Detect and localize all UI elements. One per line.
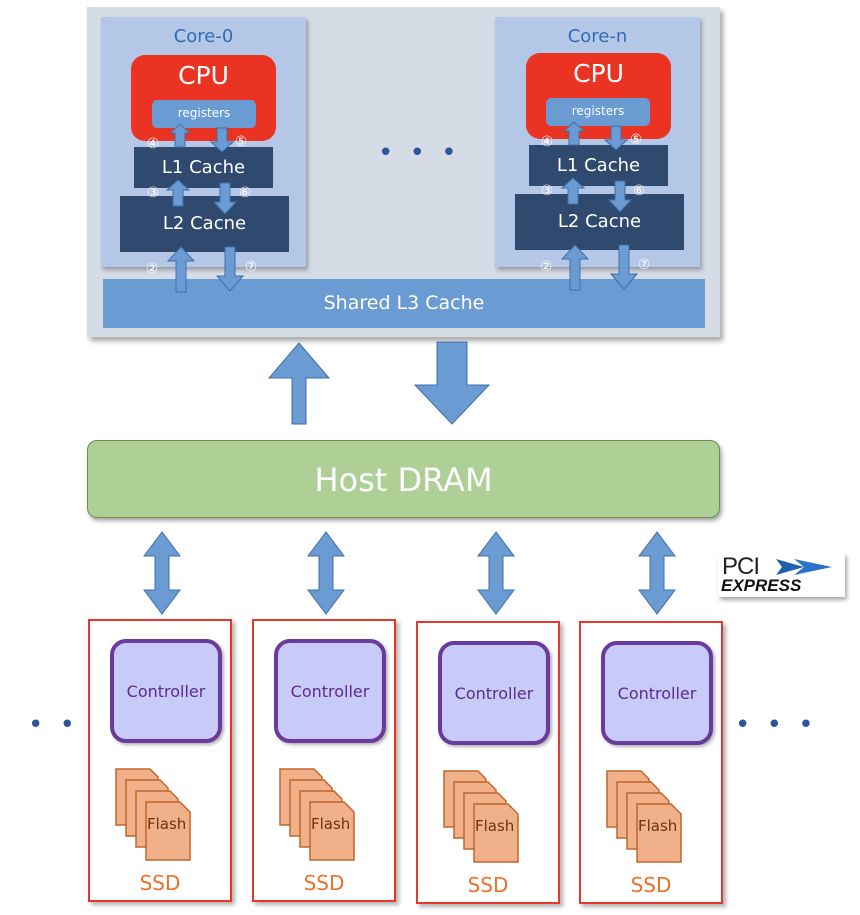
l1-cache: L1 Cache	[134, 147, 273, 188]
ssd-label: SSD	[467, 873, 509, 897]
pcie-logo-text: PCI	[722, 553, 760, 580]
double-arrow-icon	[477, 531, 515, 615]
step-number: ⑥	[238, 185, 252, 201]
arrow-down-icon	[212, 182, 238, 215]
pcie-chevron-icon	[776, 559, 832, 575]
step-number: ④	[146, 136, 160, 152]
host-dram: Host DRAM	[87, 440, 720, 518]
cpu-label: CPU	[178, 61, 229, 90]
ssd: Controller Flash SSD	[88, 619, 232, 902]
step-number: ②	[539, 259, 553, 275]
l2-cache: L2 Cacne	[515, 194, 684, 250]
flash-label: Flash	[147, 815, 187, 833]
ssd-label: SSD	[630, 873, 672, 897]
pcie-logo-express: EXPRESS	[721, 576, 802, 595]
arrow-down-icon	[609, 244, 639, 290]
double-arrow-icon	[143, 531, 181, 615]
l2-cache: L2 Cacne	[120, 196, 289, 252]
flash-chips-icon	[279, 768, 355, 861]
flash-chips-icon	[115, 768, 191, 861]
double-arrow-icon	[638, 531, 676, 615]
ssd-label: SSD	[303, 871, 345, 895]
ssd-controller: Controller	[601, 641, 713, 745]
flash-label: Flash	[475, 817, 515, 835]
arrow-down-icon	[215, 246, 245, 292]
step-number: ③	[146, 185, 160, 201]
registers: registers	[152, 100, 256, 128]
core-title: Core-0	[173, 26, 234, 47]
arrow-down-icon	[603, 125, 629, 151]
arrow-down-icon	[413, 341, 491, 425]
flash-label: Flash	[311, 815, 351, 833]
step-number: ③	[540, 183, 554, 199]
controller-label: Controller	[126, 681, 206, 701]
ssd: Controller Flash SSD	[579, 621, 723, 904]
arrow-down-icon	[209, 127, 235, 153]
arrow-up-icon	[166, 246, 196, 293]
step-number: ④	[540, 134, 554, 150]
cpu-label: CPU	[573, 59, 624, 88]
arrow-up-icon	[267, 342, 331, 425]
double-arrow-icon	[307, 531, 345, 615]
step-number: ②	[145, 261, 159, 277]
l1-cache: L1 Cache	[529, 145, 668, 186]
step-number: ⑥	[632, 183, 646, 199]
arrow-up-icon	[560, 244, 590, 291]
ssd-label: SSD	[139, 871, 181, 895]
ssd: Controller Flash SSD	[416, 621, 560, 904]
step-number: ⑦	[244, 259, 258, 275]
ssd-ellipsis-right: • • •	[735, 710, 818, 740]
flash-chips-icon	[443, 770, 519, 863]
flash-label: Flash	[638, 817, 678, 835]
ssd: Controller Flash SSD	[252, 619, 396, 902]
shared-l3-cache: Shared L3 Cache	[103, 279, 705, 328]
step-number: ⑦	[637, 257, 651, 273]
step-number: ⑤	[234, 134, 248, 150]
arrow-up-icon	[560, 177, 586, 205]
flash-chips-icon	[606, 770, 682, 863]
arrow-up-icon	[562, 121, 586, 146]
controller-label: Controller	[290, 681, 370, 701]
step-number: ⑤	[629, 132, 643, 148]
ssd-controller: Controller	[274, 639, 386, 743]
core-ellipsis: • • •	[378, 138, 461, 168]
controller-label: Controller	[617, 683, 697, 703]
pcie-logo: PCI EXPRESS	[718, 553, 845, 597]
core-title: Core-n	[567, 26, 628, 47]
arrow-up-icon	[165, 179, 191, 207]
registers: registers	[546, 98, 650, 126]
controller-label: Controller	[454, 683, 534, 703]
arrow-down-icon	[607, 180, 633, 213]
arrow-up-icon	[168, 123, 192, 148]
ssd-controller: Controller	[110, 639, 222, 743]
ssd-controller: Controller	[438, 641, 550, 745]
